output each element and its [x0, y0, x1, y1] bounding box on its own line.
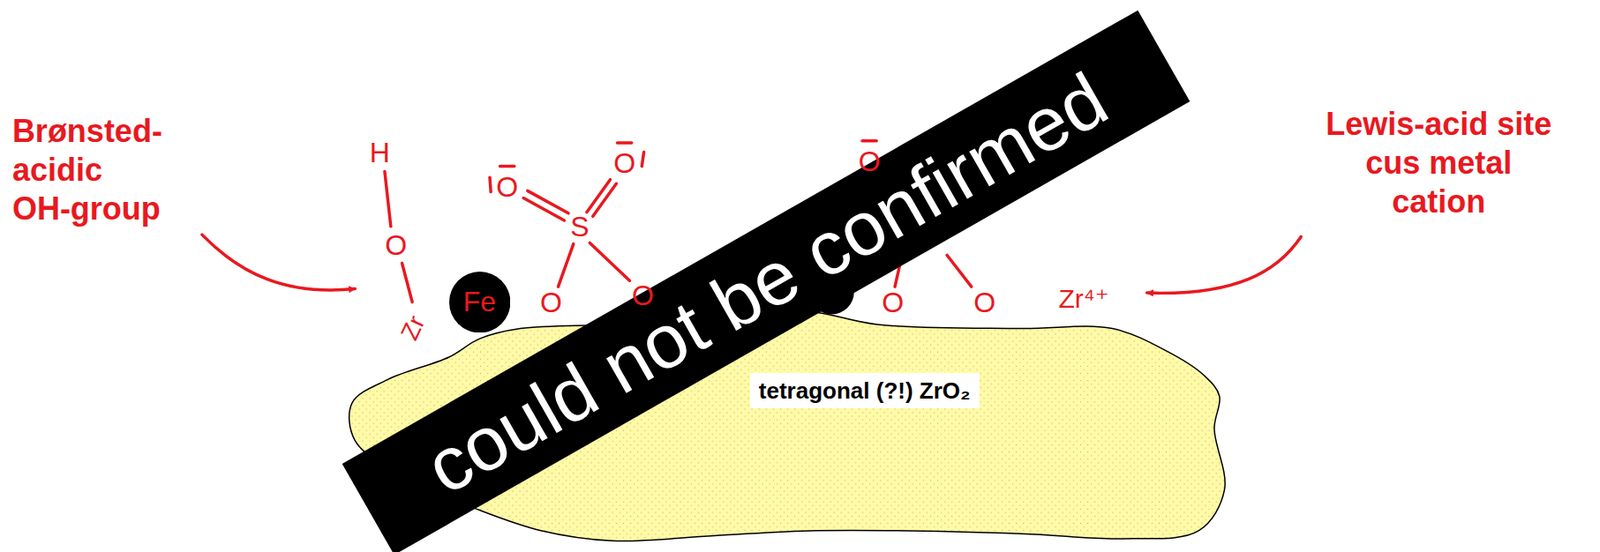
atom-symbol: O	[495, 172, 519, 202]
bond	[557, 244, 573, 288]
atom-symbol: S	[570, 212, 589, 241]
atom-symbol: Zr	[397, 312, 430, 345]
callout-label: Lewis-acid site cus metal cation	[1319, 105, 1558, 222]
atom-symbol: O	[881, 288, 904, 317]
label-ground	[750, 373, 980, 410]
lone-pair	[500, 165, 515, 168]
iron-cation: Fe	[449, 271, 511, 333]
bond	[527, 190, 569, 213]
atom-symbol: O	[384, 231, 407, 260]
bond	[946, 255, 972, 287]
bond	[593, 183, 617, 217]
cation-label: Zr⁴⁺	[1058, 285, 1109, 313]
atom-symbol: H	[369, 138, 391, 167]
callout-label: Brønsted- acidic OH-group	[12, 112, 198, 229]
cation-disc	[449, 271, 511, 333]
atom-symbol: O	[631, 281, 654, 310]
lone-pair	[617, 141, 632, 144]
atom-symbol: O	[858, 147, 881, 176]
bond	[402, 263, 414, 303]
pointer-arrow	[1147, 236, 1302, 293]
pointer-arrow	[202, 234, 355, 291]
support-label-box: tetragonal (?!) ZrO₂	[750, 373, 980, 410]
atom-symbol: O	[973, 288, 996, 317]
lone-pair	[489, 177, 491, 192]
node-text: tetragonal (?!) ZrO₂	[758, 378, 971, 405]
node-text: Fe	[463, 286, 496, 318]
bond	[384, 171, 391, 226]
atom-symbol: O	[540, 288, 563, 317]
lone-pair	[641, 151, 644, 166]
bond	[589, 242, 630, 281]
atom-symbol: O	[613, 149, 636, 178]
lone-pair	[862, 139, 877, 143]
